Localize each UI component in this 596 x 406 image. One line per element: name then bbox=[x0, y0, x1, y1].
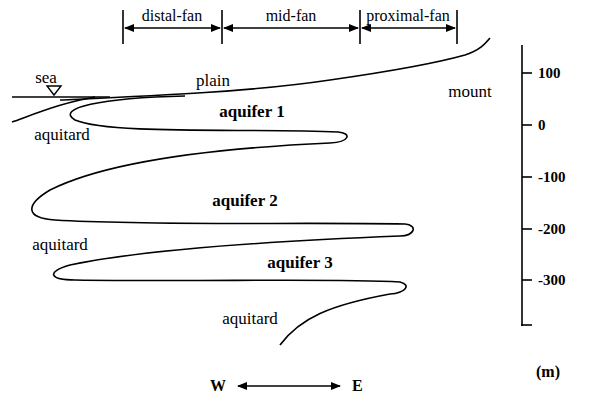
direction-label: W bbox=[210, 378, 226, 394]
layer-label: aquifer 1 bbox=[219, 103, 284, 120]
zone-label: proximal-fan bbox=[366, 8, 450, 24]
layer-label: aquitard bbox=[32, 236, 88, 253]
scale-number: -300 bbox=[538, 273, 566, 288]
place-label: plain bbox=[196, 72, 230, 89]
scale-number: -100 bbox=[538, 170, 566, 185]
scale-number: 0 bbox=[538, 118, 546, 133]
zone-label: mid-fan bbox=[266, 8, 317, 24]
layer-label: aquitard bbox=[222, 310, 278, 327]
zone-label: distal-fan bbox=[142, 8, 202, 24]
layer-label: aquitard bbox=[34, 126, 90, 143]
place-label: sea bbox=[35, 69, 57, 86]
scale-unit: (m) bbox=[536, 364, 560, 380]
scale-number: -200 bbox=[538, 222, 566, 237]
direction-label: E bbox=[352, 378, 363, 394]
scale-number: 100 bbox=[538, 66, 561, 81]
layer-label: aquifer 2 bbox=[212, 192, 277, 209]
layer-label: aquifer 3 bbox=[267, 254, 332, 271]
place-label: mount bbox=[448, 83, 491, 100]
